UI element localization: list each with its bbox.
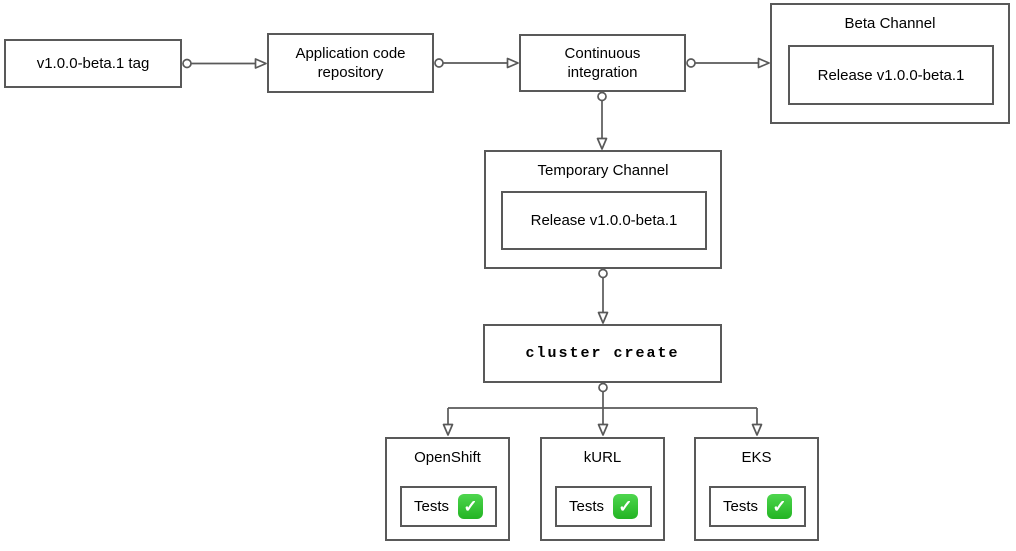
node-temporary-channel-title: Temporary Channel	[537, 162, 669, 179]
node-continuous-integration: Continuous integration	[519, 34, 686, 92]
node-beta-release-label: Release v1.0.0-beta.1	[817, 66, 965, 84]
arrowhead-icon	[596, 137, 608, 150]
edge-ci-to-temporary	[596, 91, 608, 150]
node-temporary-release: Release v1.0.0-beta.1	[501, 191, 707, 250]
arrowhead-icon	[442, 423, 454, 436]
connector-source-dot	[598, 268, 608, 279]
node-app-code-repository: Application code repository	[267, 33, 434, 93]
check-mark-icon: ✓	[613, 494, 638, 519]
connector-source-dot	[598, 382, 608, 393]
edge-tag-to-repo	[182, 58, 267, 69]
edge-repo-to-ci	[434, 57, 519, 69]
check-mark-icon: ✓	[458, 494, 483, 519]
arrowhead-icon	[254, 58, 267, 69]
connector-source-dot	[686, 58, 696, 68]
node-cluster-eks: EKS Tests ✓	[694, 437, 819, 541]
node-beta-channel-title: Beta Channel	[844, 15, 936, 32]
connector-source-dot	[434, 58, 444, 68]
edge-cluster-create-branch	[442, 382, 763, 436]
arrowhead-icon	[506, 57, 519, 69]
tests-label: Tests	[568, 498, 604, 515]
node-version-tag: v1.0.0-beta.1 tag	[4, 39, 182, 88]
node-cluster-openshift: OpenShift Tests ✓	[385, 437, 510, 541]
node-cluster-create-label: cluster create	[525, 345, 680, 362]
arrowhead-icon	[597, 423, 609, 436]
node-version-tag-label: v1.0.0-beta.1 tag	[36, 55, 150, 72]
node-temporary-channel: Temporary Channel Release v1.0.0-beta.1	[484, 150, 722, 269]
arrowhead-icon	[751, 423, 763, 436]
node-cluster-kurl-title: kURL	[583, 449, 622, 466]
node-continuous-integration-label: Continuous integration	[564, 45, 641, 81]
eks-tests-box: Tests ✓	[709, 486, 806, 527]
kurl-tests-box: Tests ✓	[555, 486, 652, 527]
node-app-code-repository-label: Application code repository	[295, 45, 406, 81]
edge-temporary-to-cluster-create	[597, 268, 609, 324]
connector-source-dot	[182, 58, 192, 69]
node-beta-channel: Beta Channel Release v1.0.0-beta.1	[770, 3, 1010, 124]
node-temporary-release-label: Release v1.0.0-beta.1	[530, 212, 678, 229]
arrowhead-icon	[597, 311, 609, 324]
check-mark-icon: ✓	[767, 494, 792, 519]
node-beta-release: Release v1.0.0-beta.1	[788, 45, 994, 105]
arrowhead-icon	[757, 57, 770, 69]
edge-ci-to-beta	[686, 57, 770, 69]
openshift-tests-box: Tests ✓	[400, 486, 497, 527]
tests-label: Tests	[722, 498, 758, 515]
node-cluster-create: cluster create	[483, 324, 722, 383]
node-cluster-kurl: kURL Tests ✓	[540, 437, 665, 541]
tests-label: Tests	[413, 498, 449, 515]
node-cluster-eks-title: EKS	[741, 449, 772, 466]
node-cluster-openshift-title: OpenShift	[414, 449, 481, 466]
connector-source-dot	[597, 91, 607, 102]
